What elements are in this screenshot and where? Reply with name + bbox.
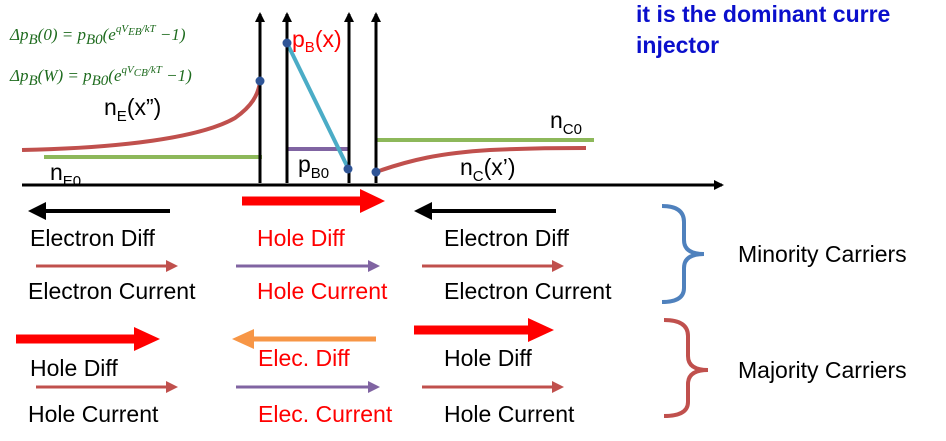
- label-nE0: nE0: [50, 159, 81, 190]
- base-elec-diff-arrowhead: [232, 329, 254, 349]
- collector-electron-diff-arrowhead: [414, 202, 432, 220]
- note-line-2: injector: [636, 32, 719, 58]
- emitter-electron-diff-label: Electron Diff: [30, 225, 155, 251]
- minority-brace: [661, 204, 705, 304]
- base-elec-current-arrowhead: [368, 381, 380, 393]
- base-left-dot: [282, 38, 292, 48]
- base-elec-current-label: Elec. Current: [258, 401, 393, 427]
- collector-hole-current-arrowhead: [552, 381, 564, 393]
- majority-carriers-label: Majority Carriers: [738, 357, 907, 383]
- base-elec-diff-label: Elec. Diff: [258, 345, 350, 371]
- base-hole-diff-label: Hole Diff: [257, 225, 345, 251]
- label-nC0: nC0: [550, 107, 582, 138]
- minority-carriers-label: Minority Carriers: [738, 241, 907, 267]
- base-right-dot: [343, 164, 353, 174]
- collector-electron-current-arrowhead: [552, 260, 564, 272]
- emitter-electron-current-arrowhead: [166, 260, 178, 272]
- note-line-1: it is the dominant curre: [636, 1, 890, 27]
- emitter-electron-current-label: Electron Current: [28, 278, 196, 304]
- label-nC: nC(x’): [460, 154, 516, 185]
- emitter-electron-diff-arrowhead: [28, 202, 46, 220]
- emitter-hole-diff-label: Hole Diff: [30, 355, 118, 381]
- emitter-hole-current-arrowhead: [166, 381, 178, 393]
- base-hole-diff-arrowhead: [360, 189, 385, 213]
- emitter-boundary-dot: [255, 76, 265, 86]
- equation-emitter-boundary: ΔpB(0) = pB0(eqVEB/kT −1): [9, 23, 186, 48]
- collector-hole-diff-label: Hole Diff: [444, 345, 532, 371]
- emitter-hole-diff-arrowhead: [134, 327, 160, 351]
- base-hole-current-arrowhead: [368, 260, 380, 272]
- collector-electron-profile: [375, 146, 587, 174]
- collector-boundary-dot: [371, 167, 381, 177]
- label-pB0: pB0: [298, 151, 329, 182]
- equation-collector-boundary: ΔpB(W) = pB0(eqVCB/kT −1): [9, 64, 192, 89]
- label-nE: nE(x”): [104, 94, 161, 125]
- collector-hole-current-label: Hole Current: [444, 401, 575, 427]
- majority-brace: [663, 318, 709, 418]
- emitter-hole-current-label: Hole Current: [28, 401, 159, 427]
- collector-electron-diff-label: Electron Diff: [444, 225, 569, 251]
- collector-hole-diff-arrowhead: [528, 318, 554, 342]
- base-hole-profile: [285, 42, 350, 169]
- label-pB: pB(x): [292, 26, 342, 56]
- emitter-electron-profile: [21, 81, 262, 152]
- base-hole-current-label: Hole Current: [257, 278, 388, 304]
- collector-electron-current-label: Electron Current: [444, 278, 612, 304]
